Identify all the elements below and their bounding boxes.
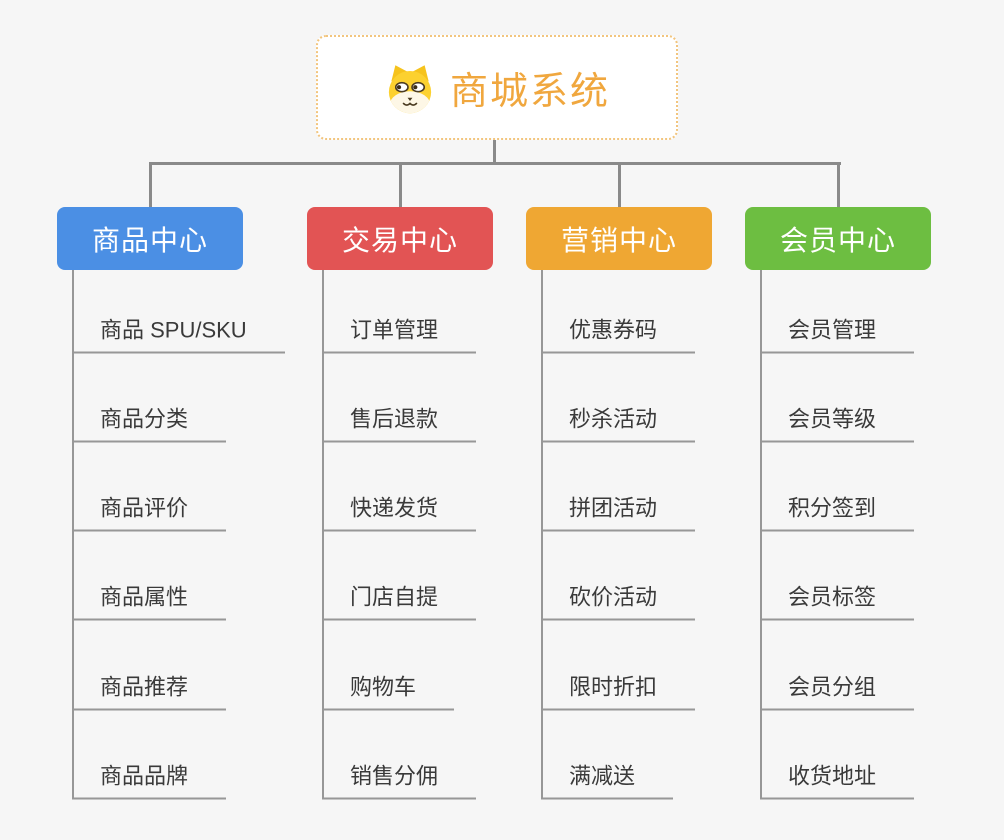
leaf-node[interactable]: 满减送 xyxy=(541,763,674,799)
connector-drop-line xyxy=(148,162,152,208)
branch-node[interactable]: 商品中心 xyxy=(57,207,243,270)
leaf-node[interactable]: 商品推荐 xyxy=(72,674,227,710)
leaf-node[interactable]: 商品 SPU/SKU xyxy=(72,317,285,353)
branch-node[interactable]: 营销中心 xyxy=(526,207,712,270)
root-node[interactable]: 商城系统 xyxy=(316,35,678,140)
leaf-node[interactable]: 限时折扣 xyxy=(541,674,696,710)
branch-children-column: 优惠券码秒杀活动拼团活动砍价活动限时折扣满减送 xyxy=(541,270,783,799)
connector-root-stub xyxy=(493,140,496,165)
leaf-node[interactable]: 秒杀活动 xyxy=(541,406,696,442)
leaf-node[interactable]: 会员管理 xyxy=(760,317,915,353)
branch-node[interactable]: 会员中心 xyxy=(745,207,931,270)
leaf-node[interactable]: 会员等级 xyxy=(760,406,915,442)
leaf-node[interactable]: 售后退款 xyxy=(322,406,477,442)
leaf-node[interactable]: 优惠券码 xyxy=(541,317,696,353)
leaf-node[interactable]: 拼团活动 xyxy=(541,495,696,531)
leaf-node[interactable]: 商品分类 xyxy=(72,406,227,442)
branch-children-column: 订单管理售后退款快递发货门店自提购物车销售分佣 xyxy=(322,270,564,799)
leaf-node[interactable]: 会员分组 xyxy=(760,674,915,710)
leaf-node[interactable]: 门店自提 xyxy=(322,584,477,620)
leaf-node[interactable]: 商品评价 xyxy=(72,495,227,531)
leaf-node[interactable]: 收货地址 xyxy=(760,763,915,799)
leaf-node[interactable]: 商品属性 xyxy=(72,584,227,620)
leaf-node[interactable]: 订单管理 xyxy=(322,317,477,353)
leaf-node[interactable]: 会员标签 xyxy=(760,584,915,620)
leaf-node[interactable]: 砍价活动 xyxy=(541,584,696,620)
branch-children-column: 会员管理会员等级积分签到会员标签会员分组收货地址 xyxy=(760,270,1002,799)
leaf-node[interactable]: 商品品牌 xyxy=(72,763,227,799)
branch-children-column: 商品 SPU/SKU 商品分类商品评价商品属性商品推荐商品品牌 xyxy=(72,270,314,799)
leaf-node[interactable]: 积分签到 xyxy=(760,495,915,531)
root-title: 商城系统 xyxy=(449,71,610,113)
connector-drop-line xyxy=(398,162,402,208)
connector-drop-line xyxy=(836,162,840,208)
leaf-node[interactable]: 销售分佣 xyxy=(322,763,477,799)
shiba-dog-icon xyxy=(384,62,436,114)
leaf-node[interactable]: 快递发货 xyxy=(322,495,477,531)
branch-node[interactable]: 交易中心 xyxy=(307,207,493,270)
connector-drop-line xyxy=(617,162,621,208)
leaf-node[interactable]: 购物车 xyxy=(322,674,455,710)
connector-horizontal-line xyxy=(150,162,841,165)
